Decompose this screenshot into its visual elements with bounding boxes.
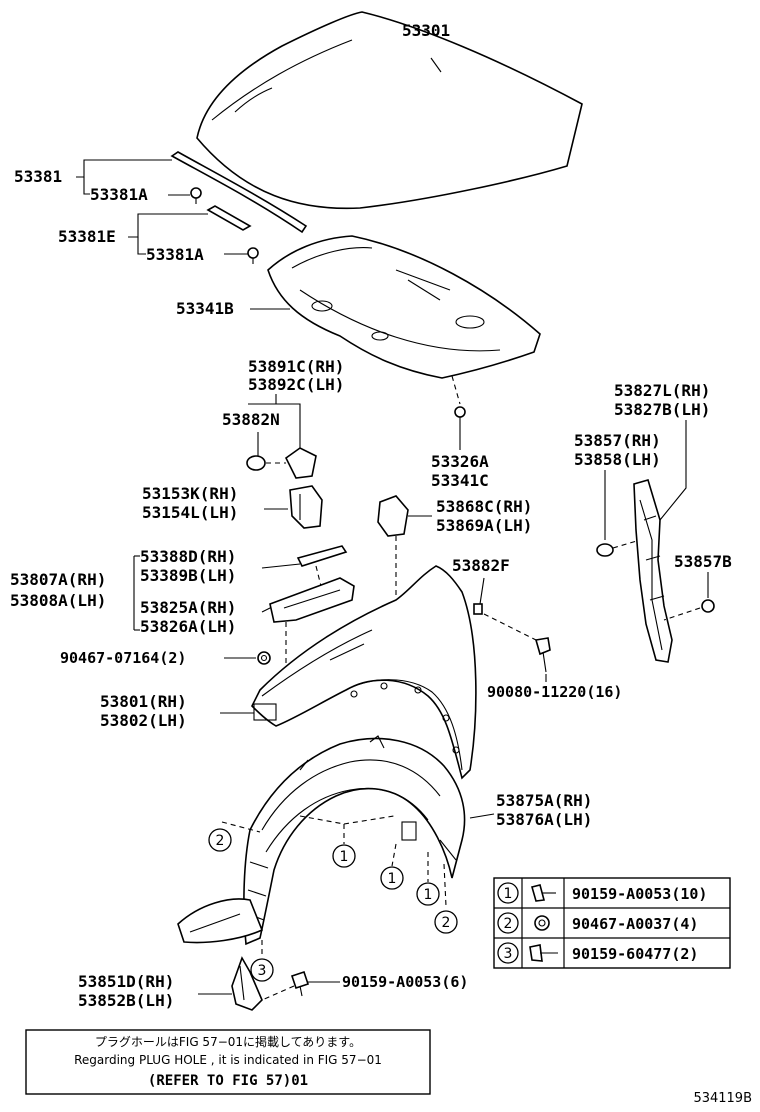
label-53301: 53301 (402, 21, 450, 40)
label-53825A: 53825A(RH) (140, 598, 236, 617)
label-53153K: 53153K(RH) (142, 484, 238, 503)
svg-text:90467-A0037(4): 90467-A0037(4) (572, 915, 698, 933)
label-53852B: 53852B(LH) (78, 991, 174, 1010)
label-53381: 53381 (14, 167, 62, 186)
label-90159-A0053-6: 90159-A0053(6) (342, 973, 468, 991)
label-53891C: 53891C(RH) (248, 357, 344, 376)
svg-text:1: 1 (340, 849, 349, 865)
label-53801: 53801(RH) (100, 692, 187, 711)
bolt-icon (534, 637, 551, 673)
fastener-icon (701, 599, 715, 613)
table-row: 2 90467-A0037(4) (497, 912, 698, 934)
svg-text:1: 1 (424, 887, 433, 903)
label-90467-07164: 90467-07164(2) (60, 649, 186, 667)
fender-side-seal (633, 479, 673, 663)
hood-seal (170, 151, 308, 234)
svg-text:90159-A0053(10): 90159-A0053(10) (572, 885, 707, 903)
label-53389B: 53389B(LH) (140, 566, 236, 585)
fender-seal-strip-icon (296, 545, 348, 567)
label-53876A: 53876A(LH) (496, 810, 592, 829)
note-refer: (REFER TO FIG 57)01 (148, 1073, 308, 1089)
note-japanese: プラグホールはFIG 57−01に掲載してあります。 (95, 1034, 361, 1049)
fender-cushion-icon (473, 603, 483, 615)
label-53381A-upper: 53381A (90, 185, 148, 204)
figure-code: 534119B (693, 1091, 752, 1106)
svg-text:2: 2 (216, 833, 225, 849)
hood-lock-bracket-icon (289, 485, 323, 529)
label-53802: 53802(LH) (100, 711, 187, 730)
label-53807A: 53807A(RH) (10, 570, 106, 589)
clip-icon (257, 651, 271, 665)
callout-2: 2 (208, 828, 232, 852)
label-53808A: 53808A(LH) (10, 591, 106, 610)
label-53154L: 53154L(LH) (142, 503, 238, 522)
label-53857: 53857(RH) (574, 431, 661, 450)
clip-icon (190, 187, 202, 204)
table-row: 1 90159-A0053(10) (497, 882, 707, 904)
hood-seal-end (206, 205, 252, 231)
label-53388D: 53388D(RH) (140, 547, 236, 566)
label-53868C: 53868C(RH) (436, 497, 532, 516)
label-53827L: 53827L(RH) (614, 381, 710, 400)
label-53875A: 53875A(RH) (496, 791, 592, 810)
screw-icon (290, 970, 310, 997)
label-53341B: 53341B (176, 299, 234, 318)
label-90080-11220: 90080-11220(16) (487, 683, 622, 701)
svg-text:3: 3 (504, 946, 513, 962)
label-53869A: 53869A(LH) (436, 516, 532, 535)
note-english: Regarding PLUG HOLE , it is indicated in… (74, 1053, 382, 1067)
note-box: プラグホールはFIG 57−01に掲載してあります。 Regarding PLU… (25, 1029, 431, 1095)
label-53857B: 53857B (674, 552, 732, 571)
label-53851D: 53851D(RH) (78, 972, 174, 991)
label-53826A: 53826A(LH) (140, 617, 236, 636)
svg-text:1: 1 (388, 871, 397, 887)
screw-icon (531, 884, 556, 902)
insulator-clip-icon (454, 406, 466, 424)
label-53827B: 53827B(LH) (614, 400, 710, 419)
hood-insulator (267, 235, 541, 379)
svg-text:2: 2 (442, 915, 451, 931)
label-53892C: 53892C(LH) (248, 375, 344, 394)
hood-panel (196, 11, 583, 210)
mudguard-icon (231, 956, 263, 1011)
hood-bumper-icon (246, 447, 317, 479)
svg-text:90159-60477(2): 90159-60477(2) (572, 945, 698, 963)
callout-1: 1 (332, 844, 356, 868)
fender-liner (177, 735, 466, 946)
label-53882N: 53882N (222, 410, 280, 429)
svg-text:2: 2 (504, 916, 513, 932)
fender-bracket-icon (377, 495, 409, 537)
label-53381A-lower: 53381A (146, 245, 204, 264)
callout-3: 3 (250, 958, 274, 982)
screw-icon (529, 944, 558, 962)
clip-icon (247, 247, 259, 264)
fastener-table: 1 90159-A0053(10) 2 90467-A0037(4) 3 901… (493, 877, 731, 969)
svg-text:3: 3 (258, 963, 267, 979)
callout-2: 2 (434, 910, 458, 934)
callout-1: 1 (416, 882, 440, 906)
table-row: 3 90159-60477(2) (497, 942, 698, 964)
front-fender (251, 565, 477, 780)
label-53326A: 53326A (431, 452, 489, 471)
label-53341C: 53341C (431, 471, 489, 490)
label-53381E: 53381E (58, 227, 116, 246)
label-53858: 53858(LH) (574, 450, 661, 469)
callout-1: 1 (380, 866, 404, 890)
svg-text:1: 1 (504, 886, 513, 902)
fender-seal-icon (596, 543, 614, 557)
label-53882F: 53882F (452, 556, 510, 575)
clip-icon (534, 915, 550, 931)
fender-bracket-rear-icon (269, 577, 355, 623)
